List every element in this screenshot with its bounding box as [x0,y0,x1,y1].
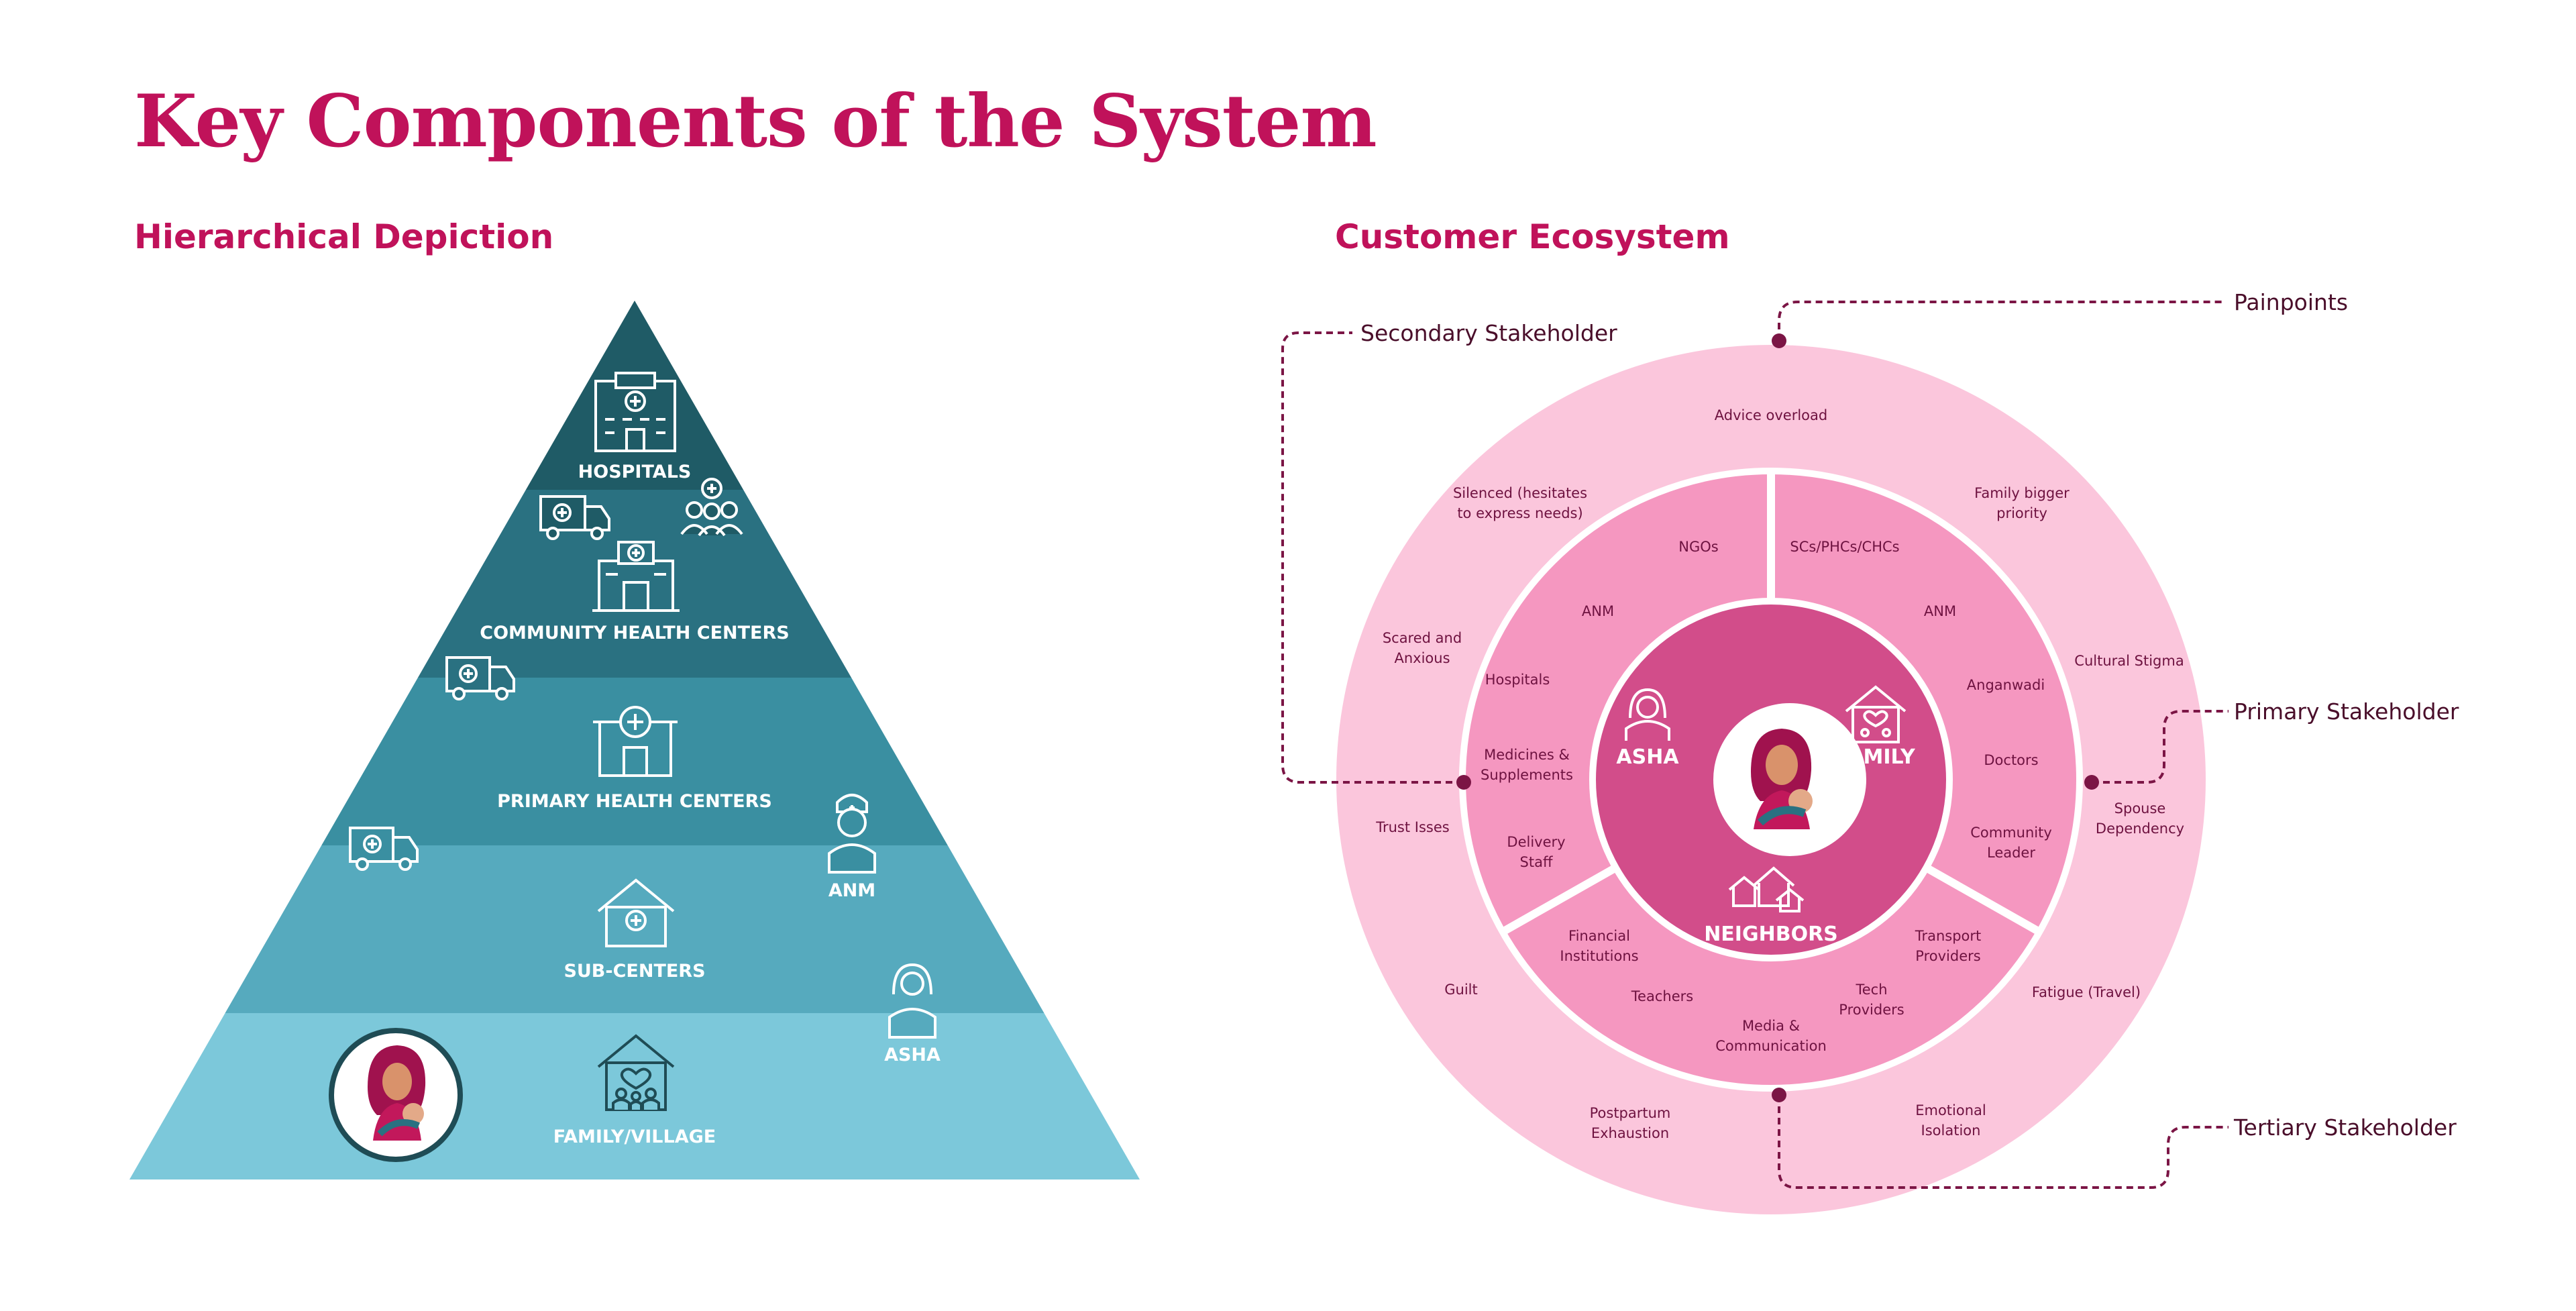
stakeholder-medicines: Medicines & [1484,747,1570,763]
connector-painpoints [1778,301,2224,341]
painpoint-advice-overload: Advice overload [1715,407,1827,423]
figure-label-asha: ASHA [884,1045,941,1065]
doctors-group-icon [680,478,743,537]
painpoint-anxious: Anxious [1394,650,1450,666]
hierarchy-heading: Hierarchical Depiction [134,217,554,256]
painpoint-exhaustion: Exhaustion [1591,1125,1669,1141]
family-house-icon [1845,685,1907,743]
callout-painpoints: Painpoints [2234,289,2348,315]
connector-tertiary [1778,1095,2229,1189]
stakeholder-anm-right: ANM [1924,603,1956,619]
connector-secondary [1281,331,1464,784]
stakeholder-ngos: NGOs [1678,539,1718,555]
asha-worker-icon [888,963,936,1039]
tertiary-stakeholders: Financial Institutions Teachers Media & … [1560,928,1981,1054]
stakeholder-community: Community [1970,825,2052,841]
connector-dots [1456,333,2099,1102]
stakeholder-anm: ANM [1582,603,1614,619]
callout-secondary-stakeholder: Secondary Stakeholder [1360,320,1617,346]
community-health-center-icon [592,541,680,612]
tier-label-primary-health-centers: PRIMARY HEALTH CENTERS [497,791,772,812]
ambulance-icon [539,495,610,540]
mother-baby-icon [329,1028,463,1162]
stakeholder-tech: Tech [1855,982,1887,998]
asha-worker-icon [1625,688,1670,741]
painpoint-fatigue: Fatigue (Travel) [2032,984,2141,1000]
stakeholder-institutions: Institutions [1560,948,1638,964]
stakeholder-financial: Financial [1568,928,1630,944]
family-house-icon [597,1034,675,1111]
tier-label-family-village: FAMILY/VILLAGE [553,1126,716,1147]
callout-primary-stakeholder: Primary Stakeholder [2234,698,2459,725]
mother-baby-icon [1751,729,1813,829]
stakeholder-delivery: Delivery [1507,834,1565,850]
tier-label-community-health-centers: COMMUNITY HEALTH CENTERS [480,623,789,643]
ambulance-icon [349,827,419,871]
primary-health-center-icon [593,706,678,777]
painpoint-scared: Scared and [1383,630,1462,646]
callout-tertiary-stakeholder: Tertiary Stakeholder [2233,1114,2457,1141]
stakeholder-anganwadi: Anganwadi [1967,677,2045,693]
stakeholder-teachers: Teachers [1631,988,1693,1004]
ambulance-icon [445,656,515,700]
painpoint-silenced: Silenced (hesitates [1453,485,1587,501]
page-title: Key Components of the System [134,79,1377,164]
painpoint-spouse: Spouse [2114,800,2166,817]
painpoint-dependency: Dependency [2096,821,2184,837]
painpoint-trust-issues: Trust Isses [1375,819,1449,835]
ecosystem-heading: Customer Ecosystem [1335,217,1730,256]
core-label-family: FAMILY [1836,745,1916,769]
stakeholder-supplements: Supplements [1481,767,1573,783]
connector-primary [2092,710,2229,784]
painpoint-guilt: Guilt [1444,982,1478,998]
secondary-stakeholders-right: SCs/PHCs/CHCs ANM Anganwadi Doctors Comm… [1790,539,2051,861]
stakeholder-hospitals: Hospitals [1485,672,1550,688]
tier-label-sub-centers: SUB-CENTERS [564,961,705,982]
neighbors-houses-icon [1728,866,1805,912]
tier-family-village [129,1013,1140,1179]
core-label-neighbors: NEIGHBORS [1704,923,1838,946]
core-label-asha: ASHA [1616,745,1679,769]
painpoint-family-priority-2: priority [1996,505,2047,521]
stakeholder-communication: Communication [1715,1038,1827,1054]
painpoint-postpartum: Postpartum [1590,1105,1671,1121]
tier-label-hospitals: HOSPITALS [578,462,692,482]
secondary-stakeholders-left: NGOs ANM Hospitals Medicines & Supplemen… [1481,539,1719,870]
painpoint-family-priority: Family bigger [1974,485,2070,501]
stakeholder-staff: Staff [1520,854,1553,870]
callout-connectors [1281,301,2229,1189]
painpoint-silenced-2: to express needs) [1457,505,1582,521]
hospital-icon [594,372,676,452]
nurse-icon [828,794,876,874]
tier-sub-centers [129,845,1140,1013]
painpoint-isolation: Isolation [1921,1122,1981,1139]
stakeholder-transport-providers: Providers [1915,948,1980,964]
painpoint-cultural-stigma: Cultural Stigma [2074,653,2184,669]
painpoint-emotional: Emotional [1915,1102,1986,1118]
stakeholder-transport: Transport [1915,928,1982,944]
figure-label-anm: ANM [828,880,875,901]
stakeholder-leader: Leader [1987,845,2035,861]
sub-center-icon [597,878,675,947]
painpoints: Advice overload Silenced (hesitates to e… [1375,407,2184,1141]
stakeholder-media: Media & [1742,1018,1800,1034]
stakeholder-doctors: Doctors [1984,752,2038,768]
stakeholder-scs-phcs-chcs: SCs/PHCs/CHCs [1790,539,1899,555]
stakeholder-tech-providers: Providers [1839,1002,1904,1018]
